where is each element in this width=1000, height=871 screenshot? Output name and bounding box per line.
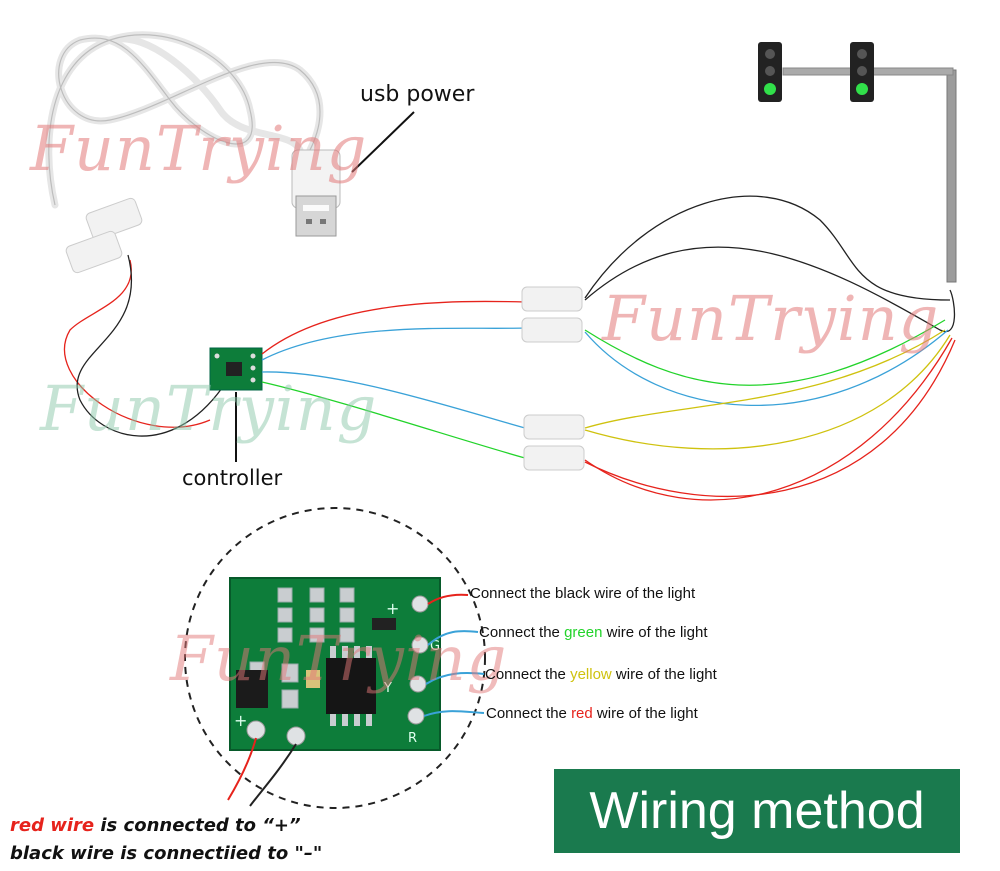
- controller-label: controller: [182, 466, 283, 490]
- connect-green-suffix: wire of the light: [602, 624, 708, 641]
- pcb-plus-bottom: +: [234, 711, 247, 730]
- traffic-light: [758, 42, 957, 283]
- red-wire-rest: is connected to “+”: [94, 815, 301, 836]
- connect-yellow-suffix: wire of the light: [611, 666, 717, 683]
- connect-red-word: red: [571, 705, 593, 722]
- connect-black-label: Connect the black wire of the light: [470, 585, 695, 602]
- pcb-y-mark: Y: [383, 681, 392, 696]
- lower-connector-clip: [523, 414, 585, 471]
- upper-connector-clip: [521, 286, 583, 343]
- red-wire-word: red wire: [10, 815, 95, 836]
- connect-red-suffix: wire of the light: [592, 705, 698, 722]
- pcb-g-mark: G: [430, 639, 440, 654]
- controller-board: [209, 347, 263, 391]
- usb-plug: [291, 149, 341, 237]
- connect-green-label: Connect the green wire of the light: [479, 624, 708, 641]
- red-wire-note: red wire is connected to “+”: [10, 815, 301, 836]
- usb-pointer-line: [351, 111, 415, 173]
- connect-yellow-prefix: Connect the: [485, 666, 571, 683]
- connect-yellow-label: Connect the yellow wire of the light: [485, 666, 717, 683]
- connect-yellow-word: yellow: [570, 666, 612, 683]
- connect-black-text: Connect the black wire of the light: [470, 585, 696, 602]
- connect-green-prefix: Connect the: [479, 624, 565, 641]
- connect-green-word: green: [564, 624, 603, 641]
- connect-red-prefix: Connect the: [486, 705, 572, 722]
- zoom-circle: [184, 507, 486, 809]
- usb-power-label: usb power: [360, 82, 475, 107]
- pcb-plus-top: +: [386, 599, 399, 618]
- connect-red-label: Connect the red wire of the light: [486, 705, 698, 722]
- black-wire-note: black wire is connectiied to "–": [10, 843, 323, 864]
- pcb-closeup: + G Y R +: [229, 577, 441, 751]
- pcb-r-mark: R: [408, 731, 417, 746]
- left-connector-clip: [65, 197, 143, 274]
- wiring-method-title: Wiring method: [554, 769, 960, 853]
